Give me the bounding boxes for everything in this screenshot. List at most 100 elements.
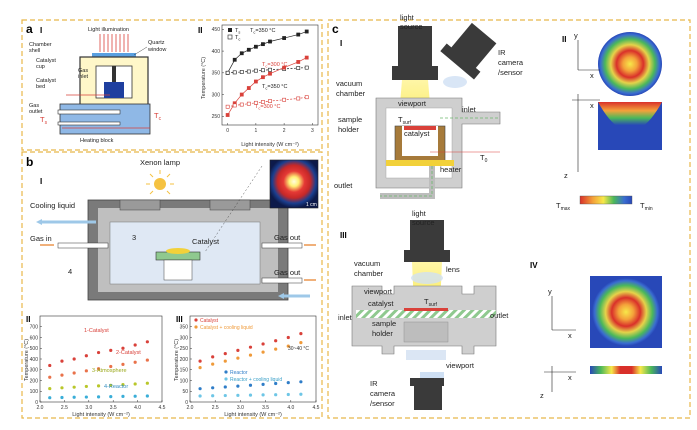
bII-annot-1: 1-Catalyst bbox=[84, 328, 109, 334]
chart-b-III-ylabel: Temperature (°C) bbox=[174, 339, 180, 381]
ir-camera-bottom bbox=[410, 378, 444, 386]
chart-b-III-marks bbox=[198, 332, 303, 398]
chart-a-II: Temperature (°C) Light intensity (W cm⁻²… bbox=[201, 24, 319, 148]
catalyst-bottom bbox=[404, 308, 448, 311]
chart-b-III-plot-area bbox=[189, 315, 317, 403]
data-point bbox=[232, 103, 237, 108]
x-tick-label: 2.0 bbox=[187, 405, 194, 411]
svg-text:Reactor: Reactor bbox=[230, 370, 248, 376]
y-tick-label: 400 bbox=[30, 357, 39, 363]
panel-c-I-diagram: light source IR camera /sensor vacuum ch… bbox=[334, 13, 524, 199]
quartz-label-1: Quartz bbox=[148, 40, 165, 46]
data-point bbox=[223, 359, 227, 363]
y-tick-label: 200 bbox=[180, 357, 189, 363]
data-point bbox=[198, 387, 202, 391]
data-point bbox=[84, 384, 88, 389]
data-point bbox=[268, 99, 272, 103]
outlet-label: outlet bbox=[334, 181, 353, 190]
catalyst-label: Catalyst bbox=[192, 237, 220, 246]
chart-a-II-xlabel: Light intensity (W cm⁻²) bbox=[241, 142, 299, 148]
panel-a-frame bbox=[21, 19, 323, 151]
data-point bbox=[84, 354, 88, 358]
light-arrows bbox=[99, 34, 129, 52]
bIII-delta-label: 30~40 °C bbox=[288, 346, 309, 352]
data-point bbox=[296, 60, 301, 64]
data-point bbox=[274, 393, 278, 397]
catalyst-spot bbox=[166, 248, 190, 254]
data-point bbox=[96, 350, 101, 355]
panel-b-sub-III: III bbox=[176, 315, 183, 324]
catalyst-cup-label-2: cup bbox=[36, 64, 45, 70]
y-tick-label: 250 bbox=[180, 346, 189, 352]
y-tick-label: 250 bbox=[212, 114, 221, 120]
data-point bbox=[282, 97, 287, 102]
viewport-label: viewport bbox=[398, 99, 427, 108]
svg-text:Catalyst + cooling liquid: Catalyst + cooling liquid bbox=[200, 325, 253, 331]
data-point bbox=[286, 335, 290, 340]
chart-b-II-xlabel: Light intensity (W cm⁻²) bbox=[72, 412, 130, 418]
viewport-b-label-1: viewport bbox=[364, 287, 393, 296]
x-tick-label: 4.5 bbox=[159, 405, 166, 411]
bIII-legend: Catalyst Catalyst + cooling liquid React… bbox=[194, 318, 282, 383]
panel-c-frame bbox=[327, 19, 691, 419]
tmax-label: Tmax bbox=[556, 201, 571, 212]
data-point bbox=[274, 347, 278, 351]
y-tick-label: 200 bbox=[30, 378, 39, 384]
gas-outlet-label-2: outlet bbox=[29, 109, 43, 115]
data-point bbox=[145, 394, 149, 398]
gas-inlet-label-2: inlet bbox=[78, 74, 89, 80]
panel-b-letter: b bbox=[26, 155, 33, 169]
data-point bbox=[246, 86, 251, 90]
panel-b-sub-I: I bbox=[40, 177, 42, 186]
data-point bbox=[274, 381, 278, 386]
c-IV-axis-x: x bbox=[568, 331, 572, 340]
aII-annot-2: Tc=300 °C bbox=[262, 62, 287, 69]
data-point bbox=[248, 353, 253, 357]
catalyst-label-top: catalyst bbox=[404, 129, 430, 138]
panel-c-II: y x x z Tmax Tmin bbox=[556, 31, 662, 212]
data-point bbox=[236, 348, 240, 352]
lens-label: lens bbox=[446, 265, 460, 274]
data-point bbox=[232, 57, 237, 62]
ir-camera-b-label-2: camera bbox=[370, 389, 396, 398]
data-point bbox=[198, 394, 202, 398]
aII-legend: Ts Tc bbox=[227, 28, 240, 42]
y-tick-label: 50 bbox=[182, 389, 188, 395]
data-point bbox=[225, 113, 230, 117]
t0-label: T0 bbox=[480, 153, 488, 164]
data-point bbox=[223, 352, 227, 356]
light-source-b-label-1: light bbox=[412, 209, 427, 218]
panel-c-sub-IV: IV bbox=[530, 261, 538, 270]
light-illumination-label: Light illumination bbox=[88, 27, 129, 33]
data-point bbox=[248, 345, 253, 349]
x-tick-label: 4.0 bbox=[287, 405, 294, 411]
panel-b-reactor-diagram: Xenon lamp 1 cm Cooling liquid Gas in Ga… bbox=[30, 158, 319, 301]
data-point bbox=[145, 381, 149, 385]
data-point bbox=[223, 385, 227, 389]
x-tick-label: 2.0 bbox=[37, 405, 44, 411]
chart-b-II: Temperature (°C) Light intensity (W cm⁻²… bbox=[24, 315, 166, 418]
data-point bbox=[109, 348, 113, 352]
sample-holder-b-label-2: holder bbox=[372, 329, 393, 338]
panel-b-frame bbox=[21, 151, 323, 419]
data-point bbox=[286, 392, 290, 397]
heating-block-label: Heating block bbox=[80, 138, 114, 144]
x-tick-label: 3.5 bbox=[262, 405, 269, 411]
chart-b-II-marks bbox=[48, 340, 149, 400]
data-point bbox=[282, 36, 287, 40]
data-point bbox=[84, 369, 88, 373]
data-point bbox=[48, 386, 52, 391]
light-source-b-label-2: source bbox=[412, 218, 435, 227]
x-tick-label: 4.0 bbox=[134, 405, 141, 411]
data-point bbox=[246, 101, 251, 106]
gas-outlet-pipe bbox=[57, 109, 121, 115]
data-point bbox=[121, 346, 125, 350]
heater-top bbox=[386, 160, 454, 166]
data-point bbox=[133, 394, 137, 398]
series-line bbox=[227, 31, 307, 73]
data-point bbox=[225, 104, 230, 109]
data-point bbox=[299, 380, 303, 384]
c-IV-axis-x2: x bbox=[568, 373, 572, 382]
data-point bbox=[261, 382, 265, 386]
